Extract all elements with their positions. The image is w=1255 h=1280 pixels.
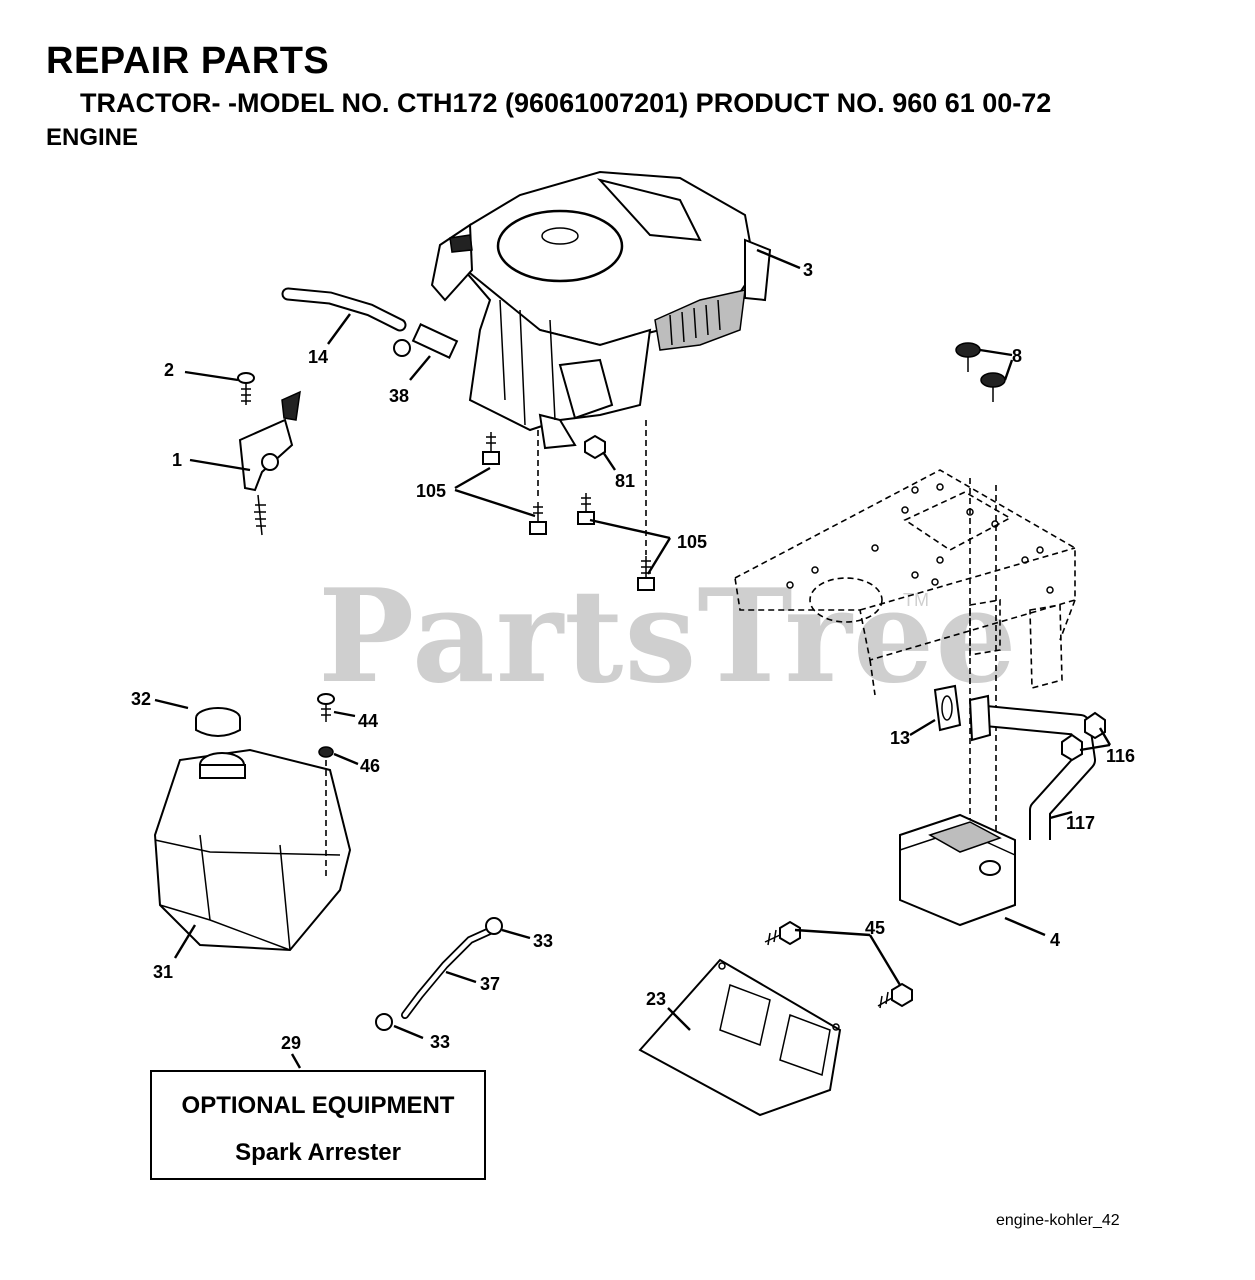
page-title: REPAIR PARTS [46, 40, 330, 82]
callout-4[interactable]: 4 [1050, 930, 1060, 950]
screw-2[interactable] [237, 372, 255, 405]
callout-33-upper[interactable]: 33 [533, 931, 553, 951]
optional-equipment-label: OPTIONAL EQUIPMENT [181, 1092, 455, 1119]
clamp-33-b[interactable] [375, 1013, 393, 1031]
callout-31[interactable]: 31 [153, 962, 173, 982]
frame-holes [786, 483, 1054, 594]
callout-3[interactable]: 3 [803, 260, 813, 280]
callout-116[interactable]: 116 [1106, 746, 1135, 766]
nut-116-b[interactable] [1061, 733, 1083, 762]
spark-arrester-label: Spark Arrester [235, 1139, 401, 1166]
callout-117[interactable]: 117 [1066, 813, 1095, 833]
callout-46[interactable]: 46 [360, 756, 380, 776]
callout-44[interactable]: 44 [358, 711, 378, 731]
callout-13[interactable]: 13 [890, 728, 910, 748]
engine-drawing[interactable] [430, 170, 772, 450]
throttle-bracket[interactable] [238, 390, 301, 536]
heat-shield-23[interactable] [638, 958, 842, 1117]
callout-105-right[interactable]: 105 [677, 532, 707, 552]
callout-23[interactable]: 23 [646, 989, 666, 1009]
tractor-frame [734, 469, 1076, 835]
exhaust-pipe-117[interactable] [968, 694, 1096, 840]
callout-38[interactable]: 38 [389, 386, 409, 406]
callout-1[interactable]: 1 [172, 450, 182, 470]
nut-81[interactable] [584, 434, 606, 460]
callout-29[interactable]: 29 [281, 1033, 301, 1053]
callout-14[interactable]: 14 [308, 347, 328, 367]
nut-116-a[interactable] [1084, 711, 1106, 740]
callout-45[interactable]: 45 [865, 918, 885, 938]
clamp-33-a[interactable] [485, 917, 503, 935]
watermark: PartsTree [318, 562, 1018, 712]
callout-32[interactable]: 32 [131, 689, 151, 709]
screw-44[interactable] [317, 693, 335, 722]
callout-105-left[interactable]: 105 [416, 481, 446, 501]
model-subtitle: TRACTOR- -MODEL NO. CTH172 (96061007201)… [80, 88, 1052, 118]
knob-8-b[interactable] [980, 372, 1006, 402]
section-title: ENGINE [46, 124, 139, 151]
callout-37[interactable]: 37 [480, 974, 500, 994]
fuel-fitting[interactable] [393, 323, 459, 359]
callout-8[interactable]: 8 [1012, 346, 1022, 366]
optional-equipment-box: OPTIONAL EQUIPMENT Spark Arrester [150, 1070, 486, 1180]
fuel-cap-32[interactable] [195, 707, 241, 737]
bolt-105-b[interactable] [529, 502, 547, 535]
callout-33-lower[interactable]: 33 [430, 1032, 450, 1052]
diagram-reference: engine-kohler_42 [996, 1212, 1120, 1229]
screw-45-a[interactable] [764, 920, 801, 946]
gasket-13[interactable] [933, 684, 962, 732]
callout-81[interactable]: 81 [615, 471, 635, 491]
screw-45-b[interactable] [877, 982, 913, 1009]
bolt-105-d[interactable] [637, 556, 655, 591]
muffler-4[interactable] [899, 813, 1016, 927]
washer-46[interactable] [318, 746, 334, 758]
knob-8-a[interactable] [955, 342, 981, 372]
callout-2[interactable]: 2 [164, 360, 174, 380]
fuel-tank-31[interactable] [153, 748, 352, 952]
bolt-105-a[interactable] [482, 432, 500, 465]
